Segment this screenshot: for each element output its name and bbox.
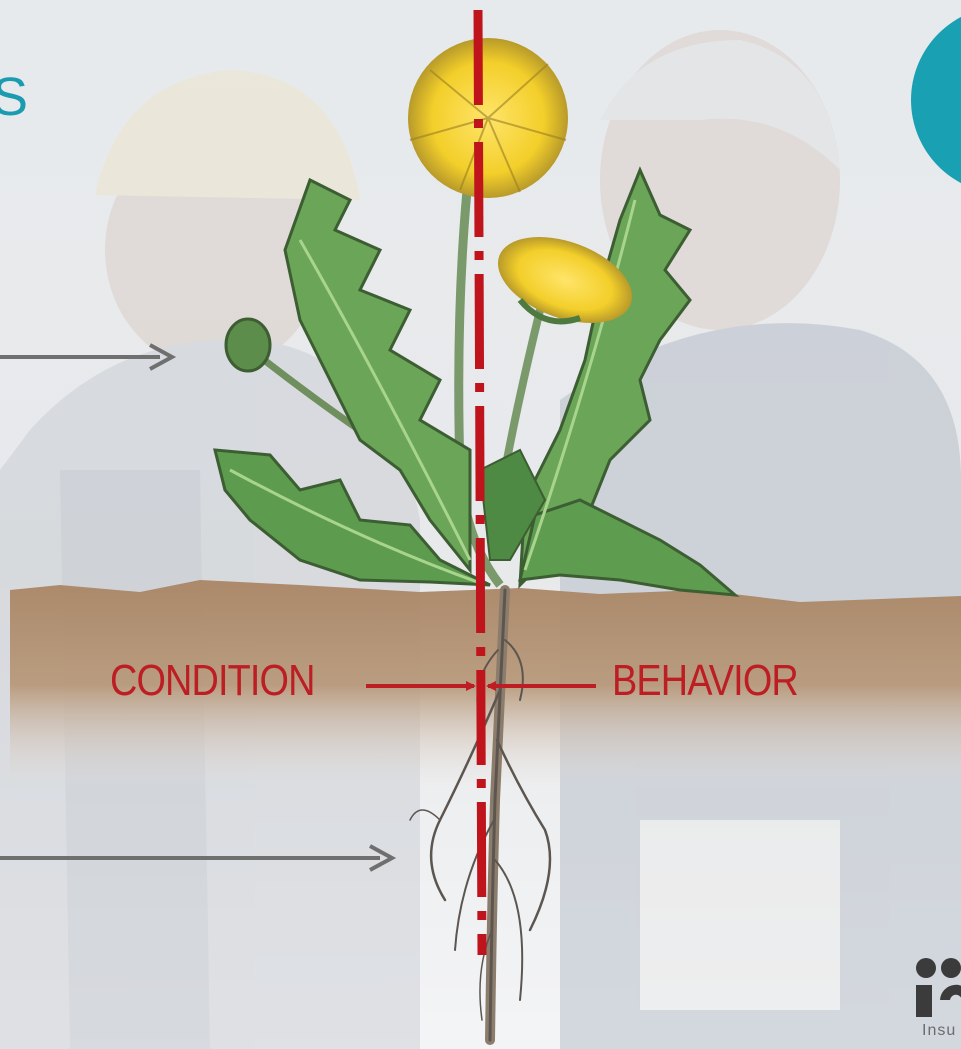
behavior-label: BEHAVIOR (612, 656, 799, 705)
dandelion-plant-icon (213, 38, 740, 597)
brand-logo-text: Insu (922, 1022, 957, 1039)
centerline (473, 9, 487, 956)
left-arrow-lower (0, 844, 397, 872)
brand-logo-icon (916, 958, 961, 1017)
teal-circle-badge (911, 16, 961, 184)
soil-band (10, 580, 961, 790)
condition-label: CONDITION (110, 656, 315, 705)
left-arrow-upper (0, 343, 177, 371)
slide-title-fragment: S (0, 67, 29, 127)
